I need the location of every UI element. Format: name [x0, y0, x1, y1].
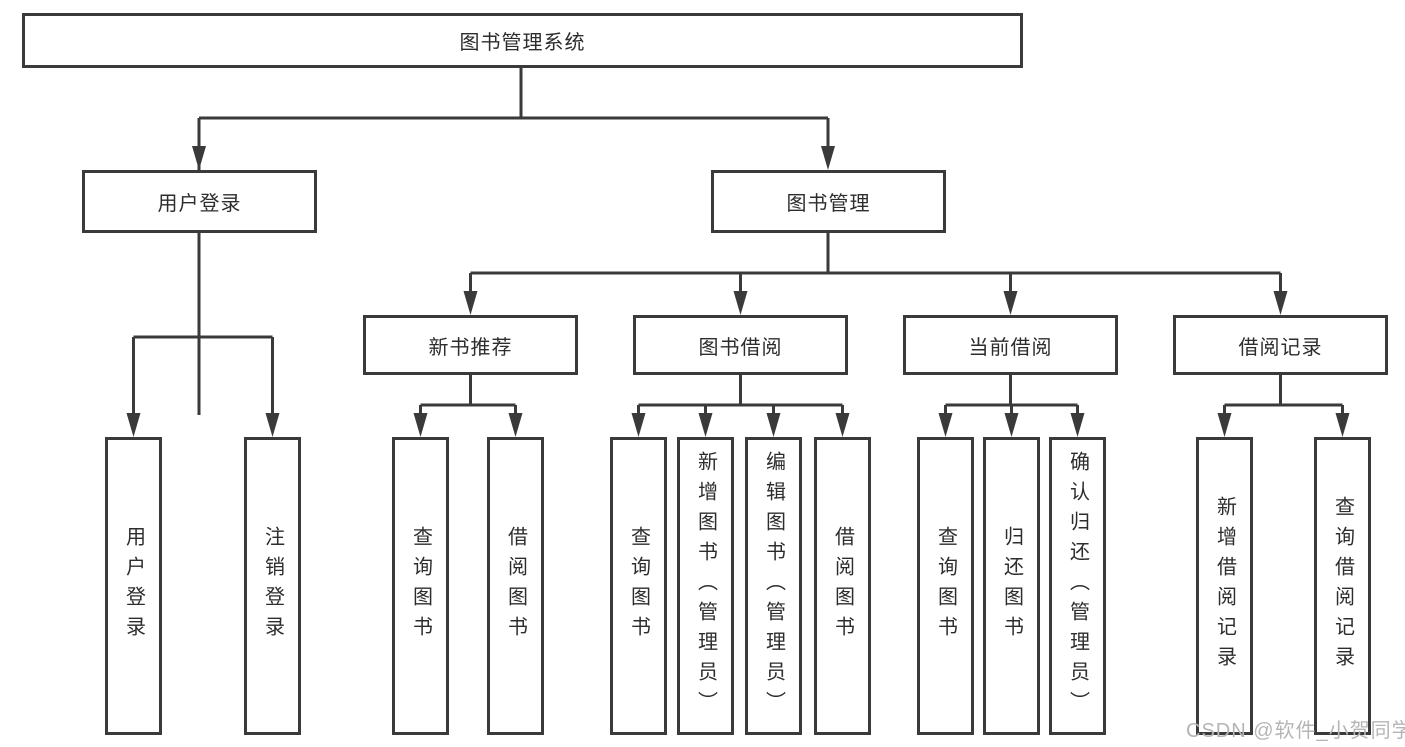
leaf-label: 新增借阅记录 — [1213, 496, 1236, 676]
leaf-label: 用户登录 — [122, 526, 145, 646]
node-library-management-system: 图书管理系统 — [22, 13, 1023, 68]
leaf-borrow-books-recommend: 借阅图书 — [487, 437, 544, 735]
node-new-book-recommend: 新书推荐 — [363, 315, 578, 375]
leaf-label: 借阅图书 — [831, 526, 854, 646]
node-borrowing-records: 借阅记录 — [1173, 315, 1388, 375]
leaf-logout: 注销登录 — [244, 437, 301, 735]
connector-new-book-to-leaves — [413, 375, 523, 437]
connector-root-to-level2 — [192, 68, 835, 415]
leaf-query-books-recommend: 查询图书 — [392, 437, 449, 735]
leaf-return-books: 归还图书 — [983, 437, 1040, 735]
leaf-label: 确认归还（管理员） — [1066, 451, 1089, 721]
node-current-borrowing: 当前借阅 — [903, 315, 1118, 375]
leaf-label: 注销登录 — [261, 526, 284, 646]
node-label: 图书借阅 — [698, 336, 783, 359]
leaf-borrow-books-borrowing: 借阅图书 — [814, 437, 871, 735]
leaf-confirm-return-admin: 确认归还（管理员） — [1049, 437, 1106, 735]
connector-borrow-records-to-leaves — [1217, 375, 1350, 437]
leaf-label: 查询图书 — [934, 526, 957, 646]
connector-current-borrowing-to-leaves — [938, 375, 1085, 437]
leaf-label: 新增图书（管理员） — [694, 451, 717, 721]
node-label: 图书管理系统 — [459, 32, 586, 54]
connector-book-mgmt-to-level3 — [463, 233, 1288, 315]
leaf-label: 归还图书 — [1000, 526, 1023, 646]
leaf-add-books-admin: 新增图书（管理员） — [677, 437, 734, 735]
node-book-management: 图书管理 — [711, 170, 946, 233]
node-label: 新书推荐 — [428, 336, 513, 359]
leaf-query-books-borrowing: 查询图书 — [610, 437, 667, 735]
node-label: 当前借阅 — [968, 336, 1053, 359]
node-label: 用户登录 — [157, 193, 242, 215]
node-label: 借阅记录 — [1238, 336, 1323, 359]
node-book-borrowing: 图书借阅 — [633, 315, 848, 375]
leaf-edit-books-admin: 编辑图书（管理员） — [745, 437, 802, 735]
node-user-login: 用户登录 — [82, 170, 317, 233]
node-label: 图书管理 — [786, 193, 871, 215]
leaf-label: 查询图书 — [627, 526, 650, 646]
leaf-label: 查询图书 — [409, 526, 432, 646]
leaf-label: 查询借阅记录 — [1331, 496, 1354, 676]
csdn-watermark: CSDN @软件_小贺同学 — [1186, 720, 1405, 742]
leaf-query-books-current: 查询图书 — [917, 437, 974, 735]
leaf-add-borrow-record: 新增借阅记录 — [1196, 437, 1253, 735]
leaf-user-login: 用户登录 — [105, 437, 162, 735]
leaf-query-borrow-record: 查询借阅记录 — [1314, 437, 1371, 735]
leaf-label: 借阅图书 — [504, 526, 527, 646]
connector-book-borrowing-to-leaves — [631, 375, 850, 437]
leaf-label: 编辑图书（管理员） — [762, 451, 785, 721]
connector-user-login-to-leaves — [126, 233, 280, 437]
